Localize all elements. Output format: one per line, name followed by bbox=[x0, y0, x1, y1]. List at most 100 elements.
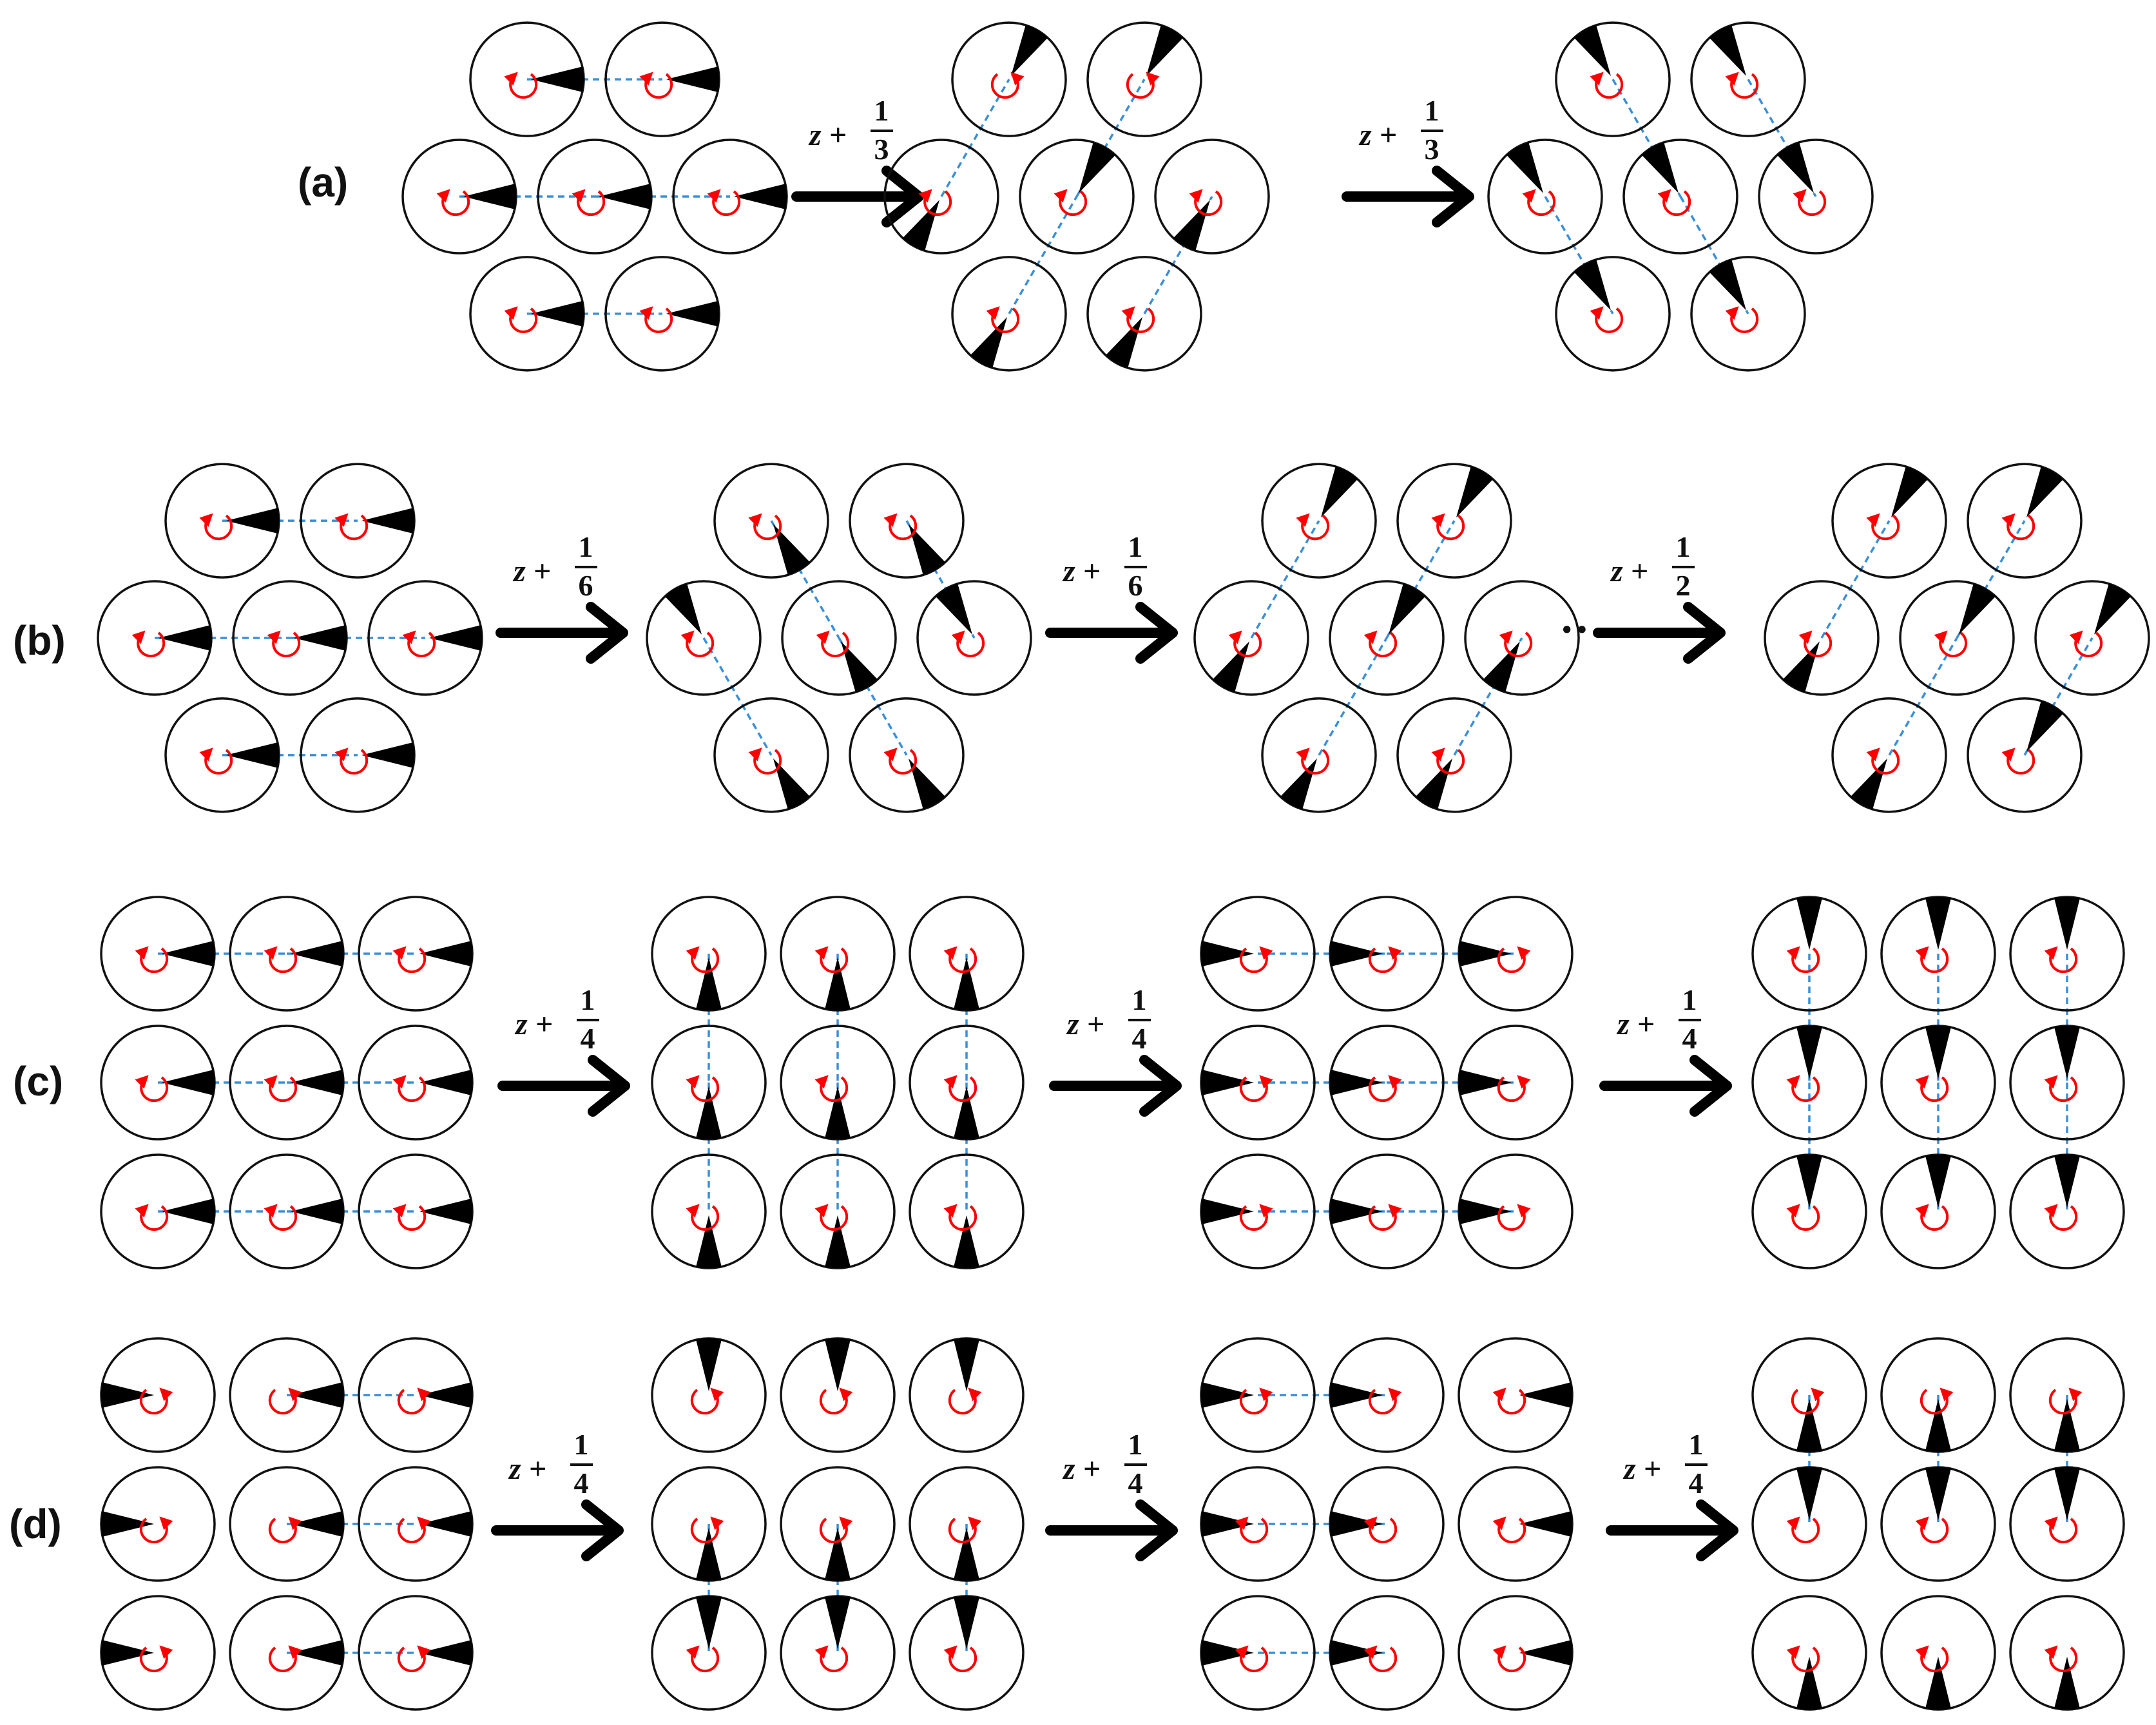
rotation-arrow-icon bbox=[2001, 513, 2036, 541]
wedge-pointer-icon bbox=[294, 625, 347, 651]
cylinder-outline bbox=[1200, 1337, 1316, 1453]
shift-denominator: 4 bbox=[1128, 1467, 1143, 1499]
rotation-arrow-icon bbox=[1499, 630, 1533, 658]
rotation-arrow-icon bbox=[199, 747, 233, 775]
cylinder bbox=[1329, 896, 1445, 1012]
cylinder-outline bbox=[1193, 580, 1309, 696]
rotation-arrow-icon bbox=[135, 946, 169, 974]
wedge-pointer-icon bbox=[773, 524, 811, 575]
cylinder-outline bbox=[951, 256, 1067, 372]
wedge-pointer-icon bbox=[1796, 1154, 1822, 1208]
wedge-pointer-icon bbox=[954, 1528, 979, 1581]
cylinder bbox=[1555, 21, 1671, 137]
wedge-pointer-icon bbox=[696, 1528, 722, 1581]
cylinder bbox=[1200, 1466, 1316, 1582]
cylinder bbox=[951, 21, 1067, 137]
wedge-pointer-icon bbox=[1574, 24, 1611, 76]
shift-prefix: z + bbox=[1622, 1452, 1661, 1486]
cylinder bbox=[1880, 1337, 1996, 1453]
step-arrowhead-icon bbox=[1139, 1055, 1182, 1117]
rotation-arrow-icon bbox=[639, 72, 673, 99]
shift-numerator: 1 bbox=[1128, 1428, 1143, 1461]
wedge-pointer-icon bbox=[909, 758, 946, 810]
shift-prefix: z + bbox=[508, 1452, 546, 1486]
rotation-arrow-icon bbox=[1657, 189, 1691, 217]
rotation-arrow-icon bbox=[1934, 630, 1968, 658]
shift-numerator: 1 bbox=[574, 1428, 589, 1461]
cylinder bbox=[780, 896, 896, 1012]
cylinder bbox=[1396, 463, 1512, 579]
cylinder-outline bbox=[909, 1025, 1025, 1141]
cylinder bbox=[229, 1153, 345, 1269]
rotation-arrow-icon bbox=[139, 1516, 173, 1544]
cylinder bbox=[909, 1025, 1025, 1141]
cylinder-outline bbox=[916, 580, 1032, 696]
rotation-arrow-icon bbox=[1239, 1075, 1273, 1103]
cylinder bbox=[672, 139, 788, 255]
snapshot-b-1 bbox=[97, 463, 483, 813]
wedge-pointer-icon bbox=[1925, 1657, 1951, 1710]
step-arrow-b-1: z +16 bbox=[496, 530, 628, 664]
rotation-arrow-icon bbox=[267, 630, 301, 658]
wedge-pointer-icon bbox=[599, 184, 652, 209]
wedge-pointer-icon bbox=[1709, 24, 1746, 76]
wedge-pointer-icon bbox=[1925, 1026, 1951, 1079]
wedge-pointer-icon bbox=[2054, 1026, 2080, 1079]
cylinder bbox=[1751, 1466, 1867, 1582]
wedge-pointer-icon bbox=[361, 742, 414, 768]
wedge-pointer-icon bbox=[825, 1595, 851, 1649]
wedge-pointer-icon bbox=[825, 1086, 851, 1139]
cylinder bbox=[100, 896, 216, 1012]
cylinder bbox=[1967, 463, 2083, 579]
cylinder bbox=[1329, 1595, 1445, 1711]
cylinder-outline bbox=[951, 21, 1067, 137]
cylinder bbox=[1200, 1025, 1316, 1141]
cylinder bbox=[781, 580, 897, 696]
wedge-pointer-icon bbox=[419, 1640, 473, 1666]
cylinder-outline bbox=[100, 1025, 216, 1141]
rotation-arrow-icon bbox=[504, 72, 538, 99]
cylinder bbox=[100, 1595, 216, 1711]
cylinder bbox=[1193, 580, 1309, 696]
rotation-arrow-icon bbox=[1235, 1645, 1269, 1673]
rotation-arrow-icon bbox=[392, 1075, 427, 1103]
rotation-arrow-icon bbox=[1793, 189, 1827, 217]
bond-link bbox=[1888, 637, 1958, 756]
wedge-pointer-icon bbox=[666, 301, 719, 327]
step-arrowhead-icon bbox=[586, 602, 628, 664]
cylinder bbox=[1555, 256, 1671, 372]
wedge-pointer-icon bbox=[1201, 1511, 1254, 1537]
wedge-pointer-icon bbox=[825, 1528, 851, 1581]
wedge-pointer-icon bbox=[1891, 466, 1929, 517]
wedge-pointer-icon bbox=[1459, 1199, 1512, 1224]
shift-denominator: 4 bbox=[1682, 1022, 1697, 1055]
cylinder bbox=[358, 1337, 474, 1453]
rotation-arrow-icon bbox=[139, 1387, 173, 1415]
wedge-pointer-icon bbox=[1201, 1382, 1254, 1408]
cylinder bbox=[909, 1153, 1025, 1269]
wedge-pointer-icon bbox=[291, 1382, 344, 1408]
wedge-pointer-icon bbox=[1146, 24, 1184, 76]
cylinder-outline bbox=[1831, 463, 1947, 579]
wedge-pointer-icon bbox=[419, 1511, 472, 1537]
wedge-pointer-icon bbox=[1201, 941, 1254, 967]
cylinder bbox=[780, 1595, 896, 1711]
rotation-arrow-icon bbox=[2001, 747, 2036, 775]
shift-denominator: 3 bbox=[874, 133, 889, 166]
cylinder bbox=[1831, 697, 1947, 813]
cylinder-outline bbox=[1555, 256, 1671, 372]
rotation-arrow-icon bbox=[690, 1387, 724, 1415]
panel-label-b: (b) bbox=[13, 617, 66, 664]
wedge-pointer-icon bbox=[1641, 142, 1679, 193]
cylinder bbox=[1329, 1025, 1445, 1141]
rotation-arrow-icon bbox=[504, 306, 538, 333]
wedge-pointer-icon bbox=[361, 508, 415, 534]
rotation-arrow-icon bbox=[1368, 1387, 1402, 1415]
cylinder bbox=[1880, 1025, 1996, 1141]
cylinder-outline bbox=[780, 896, 896, 1012]
rotation-arrow-icon bbox=[2069, 630, 2103, 658]
cylinder bbox=[229, 896, 345, 1012]
cylinder bbox=[651, 1025, 767, 1141]
cylinder bbox=[1329, 1153, 1445, 1269]
wedge-pointer-icon bbox=[1506, 142, 1543, 193]
